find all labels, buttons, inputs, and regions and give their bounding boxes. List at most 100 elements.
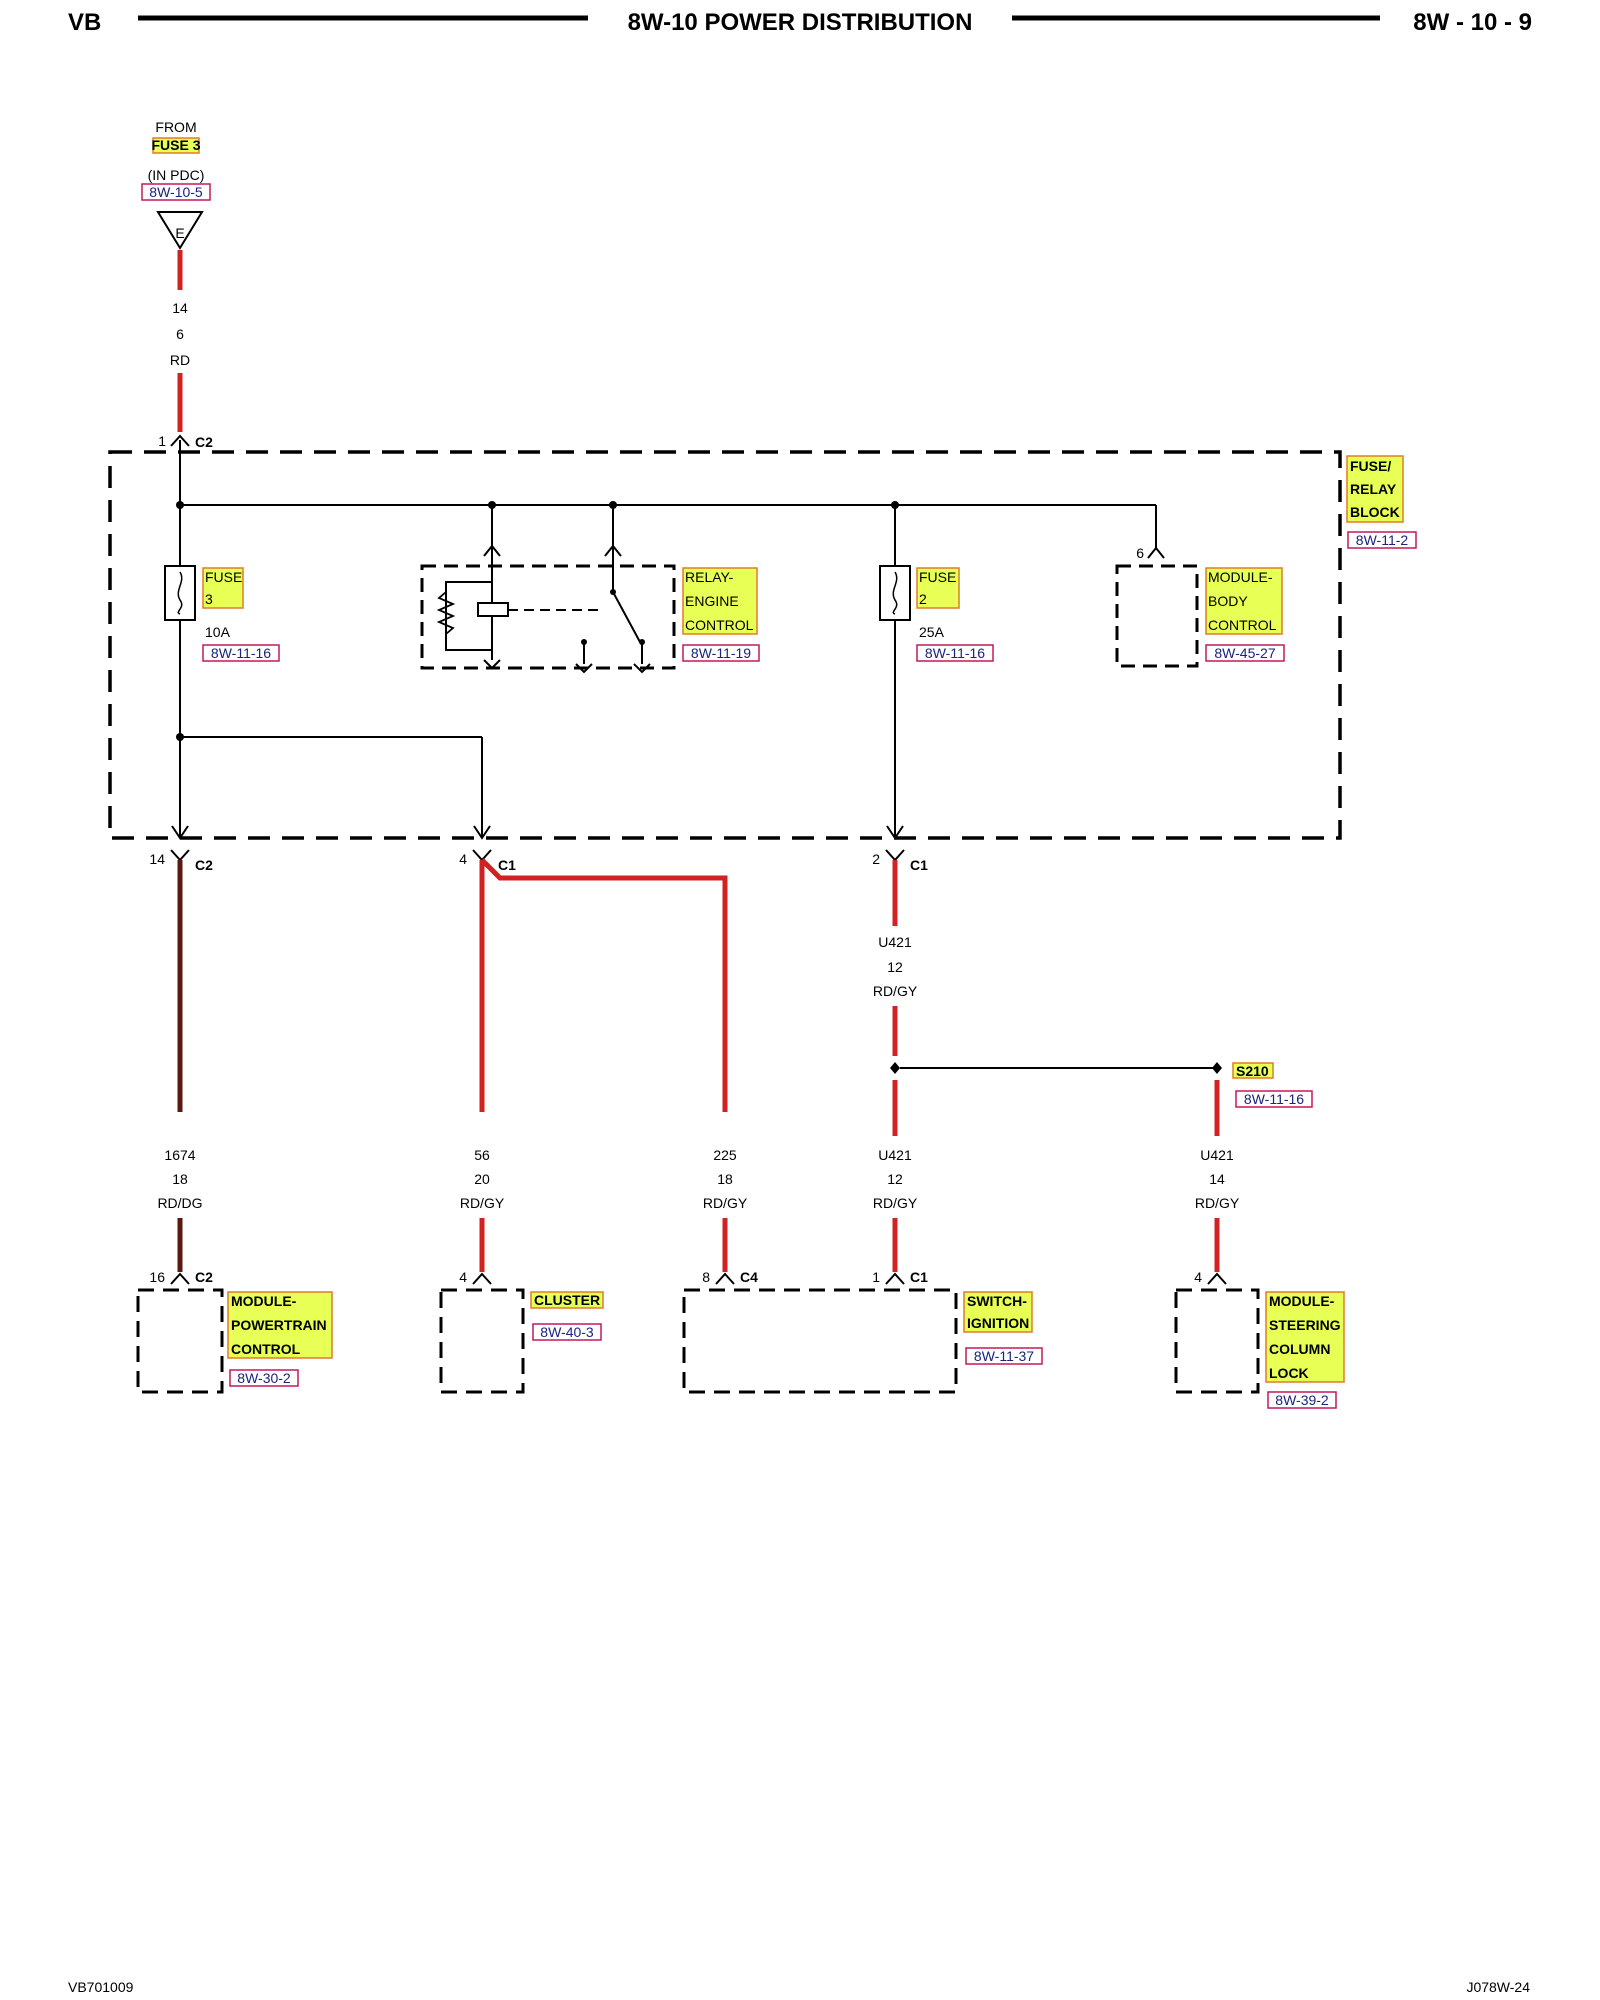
relay-ref-box[interactable] bbox=[682, 644, 760, 662]
relay-switch-blade bbox=[612, 591, 641, 643]
fuse-relay-block-label[interactable]: FUSE/ RELAY BLOCK 8W-11-2 bbox=[1346, 455, 1417, 549]
cluster-highlight bbox=[530, 1291, 604, 1309]
branch-arrow-icon bbox=[473, 825, 491, 840]
relay-pin-2-icon bbox=[604, 544, 622, 557]
relay-highlight bbox=[682, 567, 758, 635]
relay-pin-5-icon bbox=[633, 663, 651, 674]
fuse-2-label-line2: 2 bbox=[919, 591, 927, 607]
frb-ref-box[interactable] bbox=[1347, 531, 1417, 549]
ignition-c4-connector-icon bbox=[715, 1272, 735, 1285]
ignition-switch-outline[interactable] bbox=[682, 1288, 958, 1394]
steering-highlight bbox=[1265, 1291, 1345, 1383]
splice-node-icon bbox=[890, 1062, 900, 1074]
fuse-3-label-line1: FUSE bbox=[205, 569, 242, 585]
cluster-label: CLUSTER bbox=[534, 1292, 600, 1308]
input-connector-icon bbox=[170, 434, 190, 447]
relay-label-line3: CONTROL bbox=[685, 617, 754, 633]
header-left: VB bbox=[68, 9, 101, 36]
bus-node-1 bbox=[176, 501, 184, 509]
fuse-3-highlight bbox=[202, 567, 244, 609]
relay-label-line2: ENGINE bbox=[685, 593, 739, 609]
source-wire-circuit: 14 bbox=[172, 300, 188, 316]
steering-outline[interactable] bbox=[1174, 1288, 1260, 1394]
ignition-ref[interactable]: 8W-11-37 bbox=[974, 1348, 1034, 1364]
bcm-outline[interactable] bbox=[1115, 564, 1199, 668]
out2-connector-icon bbox=[472, 849, 492, 862]
relay-engine-control[interactable] bbox=[420, 505, 676, 674]
fuse-3-ref[interactable]: 8W-11-16 bbox=[211, 645, 271, 661]
frb-label-line2: RELAY bbox=[1350, 481, 1397, 497]
relay-pin-3-icon bbox=[483, 659, 501, 670]
steering-label-line4: LOCK bbox=[1269, 1365, 1309, 1381]
cluster-ref-box[interactable] bbox=[532, 1323, 602, 1341]
out1-connector-icon bbox=[170, 849, 190, 862]
wire-56-gauge: 20 bbox=[474, 1171, 490, 1187]
bcm-ref[interactable]: 8W-45-27 bbox=[1214, 645, 1275, 661]
cluster-ref[interactable]: 8W-40-3 bbox=[540, 1324, 594, 1340]
fuse-3[interactable] bbox=[164, 565, 196, 621]
source-ref-box[interactable] bbox=[141, 183, 211, 201]
fuse-3-ref-box[interactable] bbox=[202, 644, 280, 662]
wire-u421a-color: RD/GY bbox=[873, 983, 918, 999]
fuse-2[interactable] bbox=[879, 565, 911, 621]
pcm-connector-icon bbox=[170, 1272, 190, 1285]
input-pin: 1 bbox=[158, 433, 166, 449]
bcm-pin: 6 bbox=[1136, 545, 1144, 561]
wire-1674-color: RD/DG bbox=[157, 1195, 202, 1211]
ignition-highlight bbox=[963, 1291, 1033, 1333]
splice-end-icon bbox=[1212, 1062, 1222, 1074]
relay-ref[interactable]: 8W-11-19 bbox=[691, 645, 751, 661]
fuse-2-body bbox=[879, 565, 911, 621]
wire-225-gauge: 18 bbox=[717, 1171, 733, 1187]
pcm-highlight bbox=[227, 1291, 333, 1359]
pcm-outline[interactable] bbox=[136, 1288, 224, 1394]
steering-label-line2: STEERING bbox=[1269, 1317, 1341, 1333]
pcm-ref[interactable]: 8W-30-2 bbox=[237, 1370, 291, 1386]
wire-u421c-gauge: 14 bbox=[1209, 1171, 1225, 1187]
page-number: 8W - 10 - 9 bbox=[1413, 9, 1532, 36]
splice-ref-box[interactable] bbox=[1235, 1090, 1313, 1108]
cluster-connector-icon bbox=[472, 1272, 492, 1285]
source-wire-gauge: 6 bbox=[176, 326, 184, 342]
steering-pin: 4 bbox=[1194, 1269, 1202, 1285]
pcm-ref-box[interactable] bbox=[229, 1369, 299, 1387]
bcm-label-line2: BODY bbox=[1208, 593, 1248, 609]
frb-label-line1: FUSE/ bbox=[1350, 458, 1391, 474]
fuse-relay-block-outline[interactable] bbox=[108, 450, 1342, 840]
wire-u421c-circuit: U421 bbox=[1200, 1147, 1234, 1163]
footer-right: J078W-24 bbox=[1466, 1979, 1530, 1995]
cluster-outline[interactable] bbox=[439, 1288, 525, 1394]
fuse-2-label-line1: FUSE bbox=[919, 569, 956, 585]
bcm-ref-box[interactable] bbox=[1205, 644, 1285, 662]
pcm-label-line3: CONTROL bbox=[231, 1341, 301, 1357]
source-fuse: FUSE 3 bbox=[151, 137, 200, 153]
source-ref[interactable]: 8W-10-5 bbox=[149, 184, 203, 200]
out2-conn: C1 bbox=[498, 857, 516, 873]
fuse-2-ref[interactable]: 8W-11-16 bbox=[925, 645, 985, 661]
fuse-2-ref-box[interactable] bbox=[916, 644, 994, 662]
source-terminal: E bbox=[175, 225, 184, 241]
bcm-pin-icon bbox=[1147, 546, 1165, 559]
steering-ref[interactable]: 8W-39-2 bbox=[1275, 1392, 1329, 1408]
source-terminal-triangle bbox=[156, 211, 204, 250]
source-reference: FROM FUSE 3 (IN PDC) 8W-10-5 E bbox=[141, 119, 211, 250]
source-wire-color: RD bbox=[170, 352, 190, 368]
relay-pin-1-icon bbox=[483, 544, 501, 557]
out3-connector-icon bbox=[885, 849, 905, 862]
frb-ref[interactable]: 8W-11-2 bbox=[1356, 532, 1409, 548]
ignition-ref-box[interactable] bbox=[965, 1347, 1043, 1365]
bcm-highlight bbox=[1205, 567, 1283, 635]
steering-label-line3: COLUMN bbox=[1269, 1341, 1330, 1357]
wire-u421b-gauge: 12 bbox=[887, 1171, 903, 1187]
relay-resistor-loop bbox=[445, 581, 492, 651]
splice-highlight bbox=[1232, 1062, 1274, 1079]
ignition-c1-connector-icon bbox=[885, 1272, 905, 1285]
steering-ref-box[interactable] bbox=[1267, 1391, 1337, 1409]
splice-label: S210 bbox=[1236, 1063, 1269, 1079]
wire-1674-circuit: 1674 bbox=[164, 1147, 195, 1163]
splice-ref[interactable]: 8W-11-16 bbox=[1244, 1091, 1304, 1107]
ignition-label-line1: SWITCH- bbox=[967, 1293, 1027, 1309]
wire-225-circuit: 225 bbox=[713, 1147, 737, 1163]
wire-u421b-circuit: U421 bbox=[878, 1147, 912, 1163]
